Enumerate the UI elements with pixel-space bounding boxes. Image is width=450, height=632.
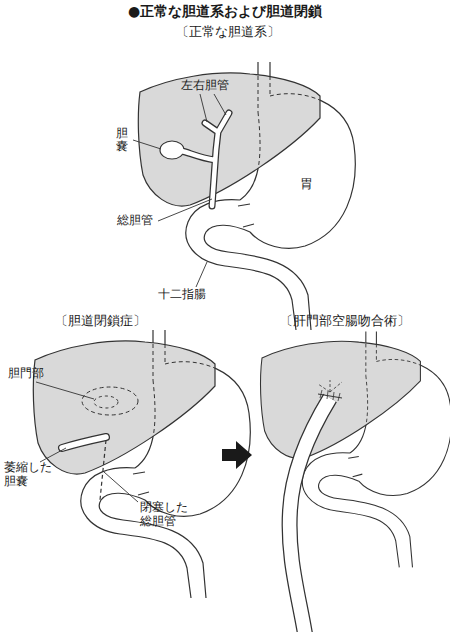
arrow-symbol bbox=[222, 441, 252, 469]
leader-lines bbox=[36, 382, 138, 502]
panel-heading: 〔正常な胆道系〕 bbox=[176, 24, 280, 40]
part-label: 胆門部 bbox=[8, 366, 44, 380]
part-label: 胆嚢 bbox=[116, 118, 128, 142]
atresia-details bbox=[62, 387, 138, 500]
part-label: 萎縮した 胆嚢 bbox=[4, 460, 60, 489]
jejunal-limb bbox=[290, 380, 342, 632]
part-label: 十二指腸 bbox=[158, 287, 206, 301]
liver-stomach-duodenum bbox=[138, 62, 355, 330]
bile-ducts bbox=[160, 113, 229, 206]
part-label: 左右胆管 bbox=[181, 78, 229, 92]
figure-title: ●正常な胆道系および胆道閉鎖 bbox=[128, 3, 322, 20]
part-label: 総胆管 bbox=[117, 213, 153, 227]
part-label: 閉塞した 総胆管 bbox=[140, 500, 196, 529]
leader-lines bbox=[133, 94, 226, 287]
part-label: 胃 bbox=[300, 176, 313, 192]
panel-heading: 〔胆道閉鎖症〕 bbox=[55, 313, 146, 329]
panel-heading: 〔肝門部空腸吻合術〕 bbox=[280, 313, 410, 329]
liver-stomach-duodenum bbox=[33, 330, 250, 598]
